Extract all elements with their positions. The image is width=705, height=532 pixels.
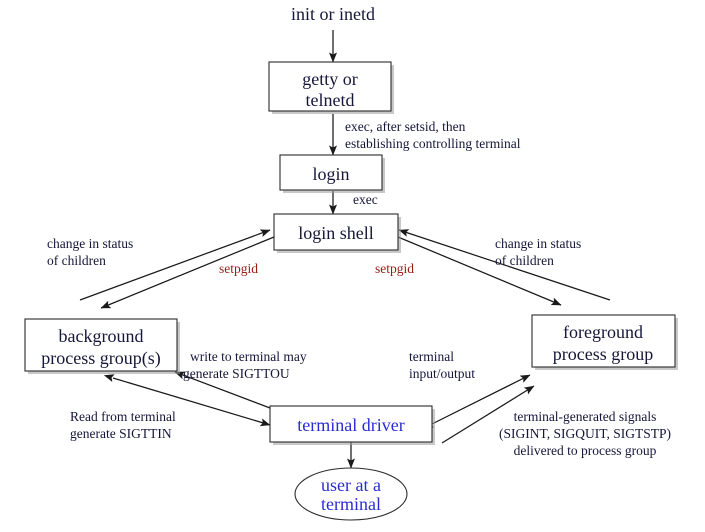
node-getty: getty or telnetd	[268, 61, 394, 114]
label-terminal-signals-l1: terminal-generated signals	[514, 409, 657, 424]
svg-text:generate SIGTTIN: generate SIGTTIN	[70, 426, 172, 441]
label-change-status-right: change in status of children	[495, 236, 581, 268]
edge-driver-to-foreground-signals	[441, 385, 535, 444]
label-setpgid-right: setpgid	[375, 261, 414, 276]
node-terminal-driver: terminal driver	[269, 405, 435, 445]
node-terminal-driver-line1: terminal driver	[297, 415, 404, 435]
edge-loginshell-to-background	[100, 236, 275, 309]
label-terminal-signals-l2a: (	[499, 426, 504, 441]
edge-foreground-to-loginshell	[398, 229, 611, 301]
label-write-terminal-l2a: generate	[183, 366, 232, 381]
label-read-terminal: Read from terminal generate SIGTTIN	[70, 409, 176, 441]
node-foreground-process-group: foreground process group	[531, 314, 678, 370]
label-terminal-signals-l2c: )	[667, 426, 672, 441]
edge-background-driver-sigttin	[103, 374, 271, 427]
edge-driver-foreground-io	[423, 374, 531, 429]
label-change-status-right-l1: change in status	[495, 236, 581, 251]
label-read-terminal-l1: Read from terminal	[70, 409, 176, 424]
node-login-line1: login	[312, 164, 349, 184]
label-terminal-io: terminal input/output	[409, 349, 475, 381]
node-getty-line2: telnetd	[306, 90, 355, 110]
node-login-shell-line1: login shell	[298, 223, 374, 243]
label-change-status-left-l1: change in status	[47, 236, 133, 251]
svg-text:generate SIGTTOU: generate SIGTTOU	[183, 366, 290, 381]
label-terminal-io-l1: terminal	[409, 349, 454, 364]
label-exec-login-shell: exec	[353, 192, 378, 207]
label-terminal-signals-l3: delivered to process group	[514, 443, 657, 458]
label-change-status-left-l2: of children	[47, 253, 106, 268]
label-terminal-io-l2: input/output	[409, 366, 475, 381]
label-exec-setsid-l1a: exec, after setsid	[345, 119, 436, 134]
node-foreground-line1: foreground	[563, 322, 643, 342]
node-background-process-group: background process group(s)	[24, 318, 180, 374]
node-user-terminal: user at a terminal	[294, 467, 408, 521]
edge-loginshell-to-foreground	[397, 236, 562, 306]
node-init-label: init or inetd	[291, 4, 375, 24]
label-exec-setsid-l1b: , then	[435, 119, 465, 134]
label-change-status-left: change in status of children	[47, 236, 133, 268]
node-background-line1: background	[59, 326, 144, 346]
label-write-terminal-l1: write to terminal may	[190, 349, 307, 364]
label-write-terminal: write to terminal may generate SIGTTOU	[183, 349, 307, 381]
node-login: login	[279, 154, 385, 193]
edge-background-to-loginshell	[79, 229, 271, 301]
label-setpgid-left: setpgid	[219, 261, 258, 276]
label-exec-setsid-l2: establishing controlling terminal	[345, 136, 521, 151]
node-user-line2: terminal	[321, 494, 381, 514]
node-login-shell: login shell	[273, 213, 401, 253]
node-getty-line1: getty or	[302, 69, 358, 89]
svg-text:exec, after setsid, then: exec, after setsid, then	[345, 119, 466, 134]
label-change-status-right-l2: of children	[495, 253, 554, 268]
label-read-terminal-l2a: generate	[70, 426, 119, 441]
label-write-terminal-l2b: SIGTTOU	[232, 366, 290, 381]
svg-text:(SIGINT, SIGQUIT, SIGTSTP): (SIGINT, SIGQUIT, SIGTSTP)	[499, 426, 671, 441]
node-background-line2: process group(s)	[41, 348, 160, 369]
label-read-terminal-l2b: SIGTTIN	[119, 426, 172, 441]
node-user-line1: user at a	[321, 475, 381, 495]
label-terminal-signals-l2b: SIGINT, SIGQUIT, SIGTSTP	[504, 426, 667, 441]
label-terminal-signals: terminal-generated signals (SIGINT, SIGQ…	[499, 409, 671, 458]
node-foreground-line2: process group	[553, 344, 653, 364]
label-exec-setsid: exec, after setsid, then establishing co…	[345, 119, 521, 151]
